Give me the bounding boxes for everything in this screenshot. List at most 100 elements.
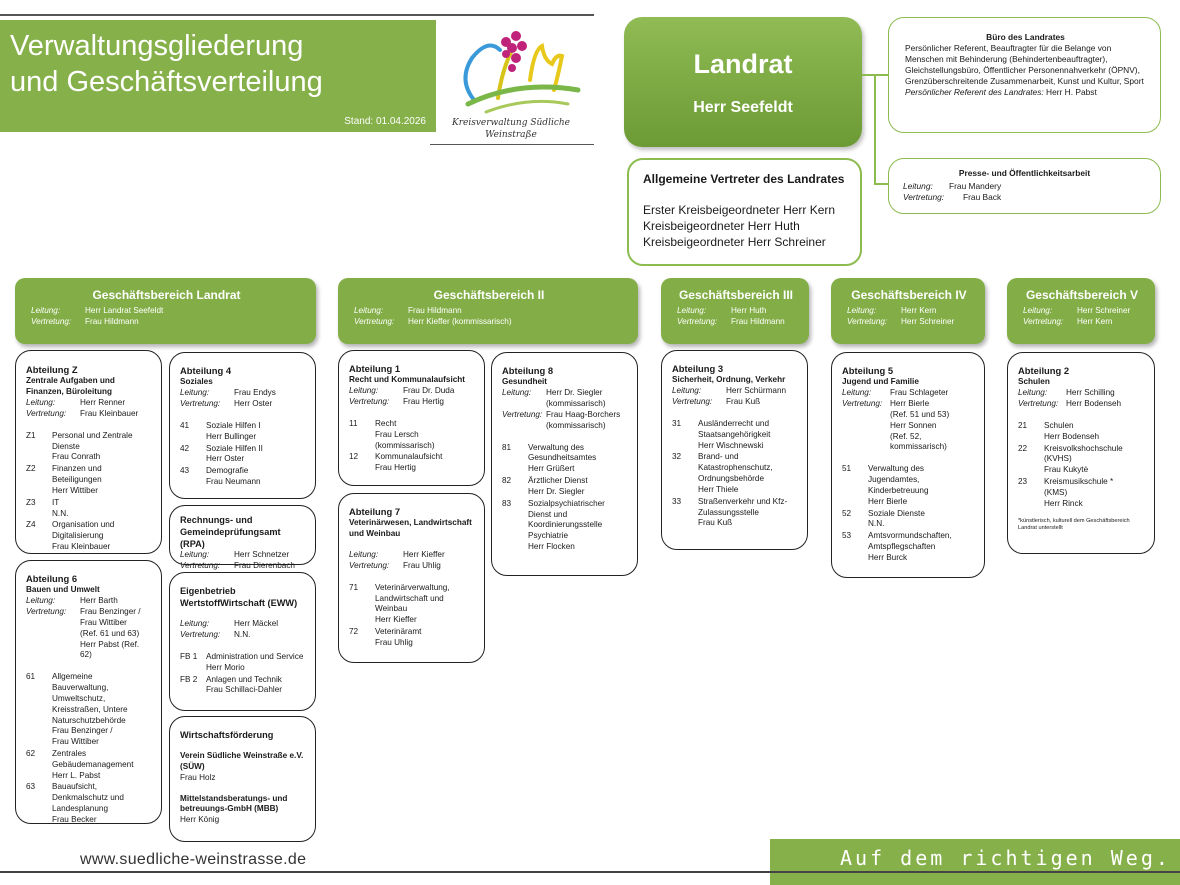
referat-number: 63: [26, 782, 36, 792]
abteilung-3-box: Abteilung 3 Sicherheit, Ordnung, Verkehr…: [661, 350, 808, 550]
abteilung-subtitle: Sicherheit, Ordnung, Verkehr: [672, 375, 786, 385]
vertretung-label: Vertretung:: [842, 399, 883, 409]
referat-text: Personal und Zentrale Dienste Frau Conra…: [52, 430, 133, 462]
abteilung-subtitle: Schulen: [1018, 377, 1050, 387]
referat-text: Soziale Hilfen II Herr Oster: [206, 443, 263, 464]
referat-item: Z1 Personal und Zentrale Dienste Frau Con…: [26, 431, 151, 463]
vertretung-label: Vertretung:: [1018, 399, 1059, 409]
referat-text: Demografie Frau Neumann: [206, 466, 261, 487]
gb-leitung: Herr Schreiner: [1077, 305, 1131, 315]
referat-number: 11: [349, 418, 358, 428]
referat-number: 52: [842, 508, 852, 518]
vertretung-value: Frau Hertig: [403, 397, 444, 407]
leitung-label: Leitung:: [672, 386, 702, 396]
abteilung-subtitle: Gesundheit: [502, 377, 548, 387]
presse-box: Presse- und Öffentlichkeitsarbeit Leitun…: [888, 158, 1161, 214]
referat-number: 12: [349, 452, 359, 462]
abteilung-subtitle: Veterinärwesen, Landwirtschaft und Weinb…: [349, 518, 472, 539]
referat-text: Bauaufsicht, Denkmalschutz und Landespla…: [52, 782, 124, 824]
referat-text: IT N.N.: [52, 497, 69, 518]
vertretung-label: Vertretung:: [26, 408, 67, 418]
vertretung-label: Vertretung:: [180, 399, 221, 409]
stand-date: Stand: 01.04.2026: [344, 115, 426, 127]
gb-iii: Geschäftsbereich III Leitung:Herr Huth V…: [661, 278, 809, 344]
gb-leitung-label: Leitung:: [847, 305, 877, 315]
vertretung-label: Vertretung:: [349, 560, 390, 570]
rpa-box: Rechnungs- und Gemeindeprüfungsamt (RPA)…: [169, 505, 316, 570]
vertreter-line: Erster Kreisbeigeordneter Herr Kern: [643, 202, 836, 217]
gb-leitung: Herr Kern: [901, 305, 937, 315]
vertretung-value: Frau Kuß: [726, 397, 761, 407]
buero-referent: Persönlicher Referent des Landrates: Her…: [905, 87, 1146, 98]
leitung-label: Leitung:: [26, 398, 56, 408]
leitung-value: Herr Schürmann: [726, 386, 787, 396]
leitung-value: Herr Mäckel: [234, 619, 279, 629]
abteilung-z-box: Abteilung Z Zentrale Aufgaben und Finanz…: [15, 350, 162, 554]
referat-number: 82: [502, 476, 512, 486]
abteilung-6-box: Abteilung 6 Bauen und Umwelt Leitung:Her…: [15, 560, 162, 824]
gb-title: Geschäftsbereich V: [1025, 288, 1139, 302]
abteilung-title: Abteilung 2: [1018, 365, 1070, 376]
referat-item: 23 Kreismusikschule * (KMS) Herr Rinck: [1018, 477, 1144, 509]
referat-text: Brand- und Katastrophenschutz, Ordnungsb…: [698, 452, 773, 494]
wf-org2: Mittelstandsberatungs- und betreuungs-Gm…: [180, 793, 288, 814]
referat-number: 62: [26, 749, 36, 758]
leitung-value: Frau Schlageter: [890, 388, 949, 398]
referat-text: Organisation und Digitalisierung Frau Kl…: [52, 520, 115, 551]
referat-number: Z1: [26, 430, 36, 440]
referat-number: 23: [1018, 477, 1028, 487]
gb-title: Geschäftsbereich II: [433, 288, 545, 302]
footnote: *künstlerisch, kulturell dem Geschäftsbe…: [1018, 517, 1130, 531]
gb-vertretung: Herr Kern: [1077, 316, 1113, 326]
abteilung-title: Abteilung Z: [26, 364, 78, 375]
leitung-label: Leitung:: [502, 388, 532, 398]
leitung-label: Leitung:: [26, 596, 56, 606]
eww-box: Eigenbetrieb WertstoffWirtschaft (EWW) L…: [169, 572, 316, 711]
landrat-name: Herr Seefeldt: [693, 98, 793, 116]
referat-text: Soziale Dienste N.N.: [868, 508, 925, 529]
referat-number: Z3: [26, 497, 36, 507]
referat-number: 71: [349, 582, 359, 592]
buero-title: Büro des Landrates: [986, 32, 1065, 42]
abteilung-title: Abteilung 4: [180, 365, 232, 376]
vertretung-value: Herr Bodenseh: [1066, 399, 1122, 409]
vertretung-value: Frau Dierenbach: [234, 561, 295, 571]
abteilung-title: Abteilung 3: [672, 363, 724, 374]
referat-number: 61: [26, 672, 36, 682]
vertreter-line: Kreisbeigeordneter Herr Huth: [643, 219, 800, 234]
referat-number: 72: [349, 627, 359, 637]
vertretung-value: Frau Kleinbauer: [80, 408, 139, 418]
abteilung-7-box: Abteilung 7 Veterinärwesen, Landwirtscha…: [338, 493, 485, 663]
wf-org1: Verein Südliche Weinstraße e.V. (SÜW): [180, 751, 304, 771]
presse-title: Presse- und Öffentlichkeitsarbeit: [958, 168, 1091, 178]
wf-org2-person: Herr König: [180, 815, 220, 825]
fachbereich-number: FB 1: [180, 651, 198, 661]
referat-number: 83: [502, 498, 512, 508]
gb-v: Geschäftsbereich V Leitung: Herr Schreine…: [1007, 278, 1155, 344]
referat-text: Kreisvolkshochschule (KVHS) Frau Kukytė: [1044, 443, 1123, 475]
abteilung-1-box: Abteilung 1 Recht und Kommunalaufsicht L…: [338, 350, 485, 486]
referat-text: Kreismusikschule * (KMS) Herr Rinck: [1044, 477, 1114, 508]
buero-referent-label: Persönlicher Referent des Landrates:: [905, 87, 1044, 98]
leitung-label: Leitung:: [180, 388, 210, 398]
gb-landrat: Geschäftsbereich Landrat Leitung:Herr La…: [15, 278, 316, 344]
gb-leitung-label: Leitung:: [1023, 305, 1053, 315]
gb-title: Geschäftsbereich Landrat: [92, 288, 241, 302]
referat-text: Veterinäramt Frau Uhlig: [375, 627, 422, 647]
vertretung-value: Frau Benzinger / Frau Wittiber (Ref. 61 …: [80, 607, 141, 660]
landrat-title: Landrat: [693, 49, 793, 79]
abteilung-title: Abteilung 6: [26, 573, 78, 584]
referat-item: Z3 IT N.N.: [26, 498, 151, 520]
referat-number: Z2: [26, 464, 36, 474]
title-line-1: Verwaltungsgliederung: [10, 30, 304, 62]
gb-vertretung-label: Vertretung:: [677, 316, 718, 326]
